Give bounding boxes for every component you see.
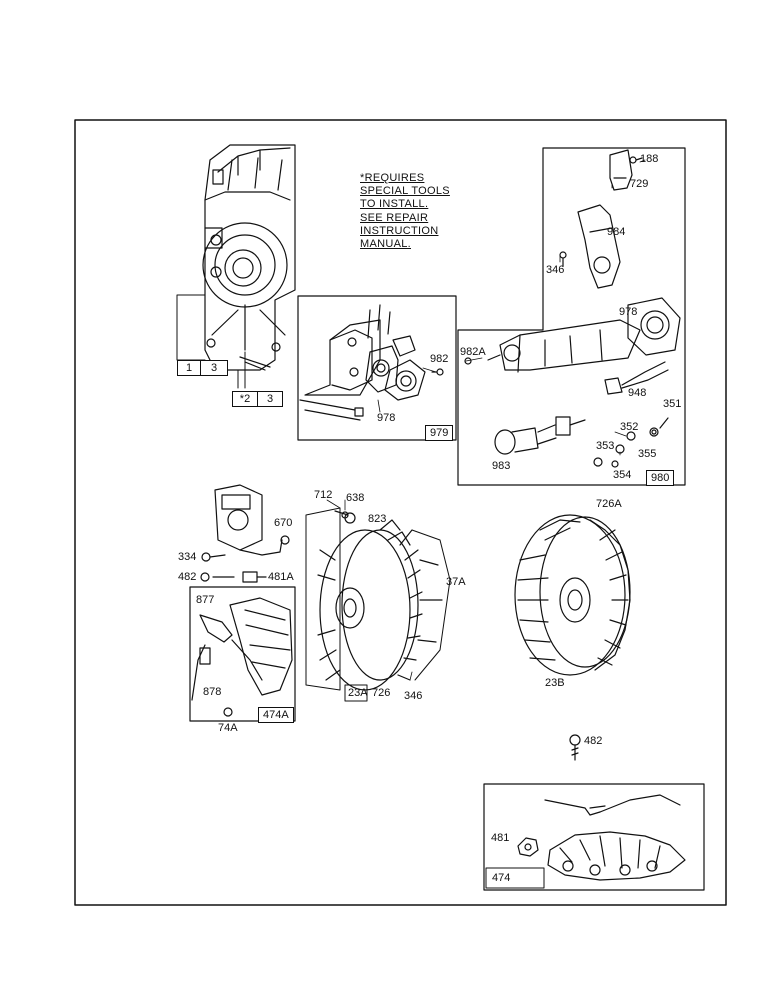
part-726: 726 xyxy=(372,687,391,699)
part-37A: 37A xyxy=(446,576,466,588)
part-878: 878 xyxy=(203,686,222,698)
part-353: 353 xyxy=(596,440,615,452)
kit-474-frame xyxy=(483,783,705,891)
part-948: 948 xyxy=(628,387,647,399)
ignition-kit-drawing xyxy=(464,149,681,468)
note-line-6: MANUAL. xyxy=(360,238,411,251)
ref-box-3b: 3 xyxy=(257,391,283,407)
part-982A: 982A xyxy=(460,346,486,358)
part-346-bottom: 346 xyxy=(404,690,423,702)
note-line-4: SEE REPAIR xyxy=(360,211,429,224)
flywheel-center-drawing xyxy=(305,507,451,691)
kit-979-frame xyxy=(297,295,457,441)
part-984: 984 xyxy=(607,226,626,238)
note-line-5: INSTRUCTION xyxy=(360,224,439,237)
part-346-top: 346 xyxy=(546,264,565,276)
kit-23A-frame xyxy=(344,684,368,702)
part-983: 983 xyxy=(492,460,511,472)
part-670: 670 xyxy=(274,517,293,529)
part-482-right: 482 xyxy=(584,735,603,747)
part-334: 334 xyxy=(178,551,197,563)
kit-474A-frame xyxy=(189,586,296,722)
part-354: 354 xyxy=(613,469,632,481)
ref-box-3a: 3 xyxy=(200,360,228,376)
part-729: 729 xyxy=(630,178,649,190)
leader-lines xyxy=(326,159,646,681)
note-line-1: *REQUIRES xyxy=(360,172,425,184)
stator-small-drawing xyxy=(191,597,293,717)
part-481A: 481A xyxy=(268,571,294,583)
kit-979-label: 979 xyxy=(425,425,454,441)
flywheel-right-drawing xyxy=(514,514,631,676)
stator-kit-drawing xyxy=(517,794,686,881)
kit-980-frame xyxy=(457,147,686,486)
part-481: 481 xyxy=(491,832,510,844)
part-877: 877 xyxy=(196,594,215,606)
special-tools-note: *REQUIRES SPECIAL TOOLS TO INSTALL. SEE … xyxy=(360,172,450,251)
bracket-kit-drawing xyxy=(299,304,444,421)
part-188: 188 xyxy=(640,153,659,165)
part-823: 823 xyxy=(368,513,387,525)
note-line-3: TO INSTALL. xyxy=(360,198,429,211)
page-frame xyxy=(74,119,727,906)
part-726A: 726A xyxy=(596,498,622,510)
screw-482-drawing xyxy=(569,734,581,761)
part-638: 638 xyxy=(346,492,365,504)
part-355: 355 xyxy=(638,448,657,460)
engine-block-drawing xyxy=(202,144,296,371)
ref-box-2: *2 xyxy=(232,391,258,407)
part-712: 712 xyxy=(314,489,333,501)
note-line-2: SPECIAL TOOLS xyxy=(360,185,450,198)
part-978-left: 978 xyxy=(377,412,396,424)
ref-box-1: 1 xyxy=(177,360,201,376)
part-23B: 23B xyxy=(545,677,565,689)
part-482-left: 482 xyxy=(178,571,197,583)
part-74A: 74A xyxy=(218,722,238,734)
kit-474-label: 474 xyxy=(492,872,511,884)
part-982: 982 xyxy=(430,353,449,365)
part-978-right: 978 xyxy=(619,306,638,318)
kit-980-label: 980 xyxy=(646,470,675,486)
kit-23A-label: 23A xyxy=(348,687,368,699)
kit-474A-label: 474A xyxy=(258,707,294,723)
part-351: 351 xyxy=(663,398,682,410)
coil-bracket-drawing xyxy=(200,484,290,583)
kit-474-label-box xyxy=(485,867,545,889)
part-352: 352 xyxy=(620,421,639,433)
